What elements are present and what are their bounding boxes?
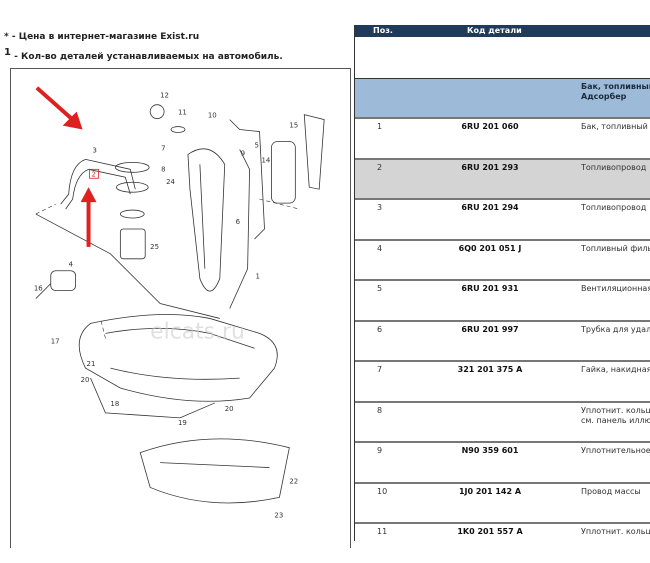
group-title: Бак, топливный Адсорбер: [581, 82, 650, 101]
arrow-to-3: [35, 86, 74, 122]
cell-pos: 1: [377, 122, 383, 131]
cell-desc: Топливный фильтр: [581, 243, 650, 253]
cell-code[interactable]: 321 201 375 A: [457, 365, 523, 374]
table-row[interactable]: 9 N90 359 601 Уплотнительное к: [355, 441, 650, 482]
cell-code[interactable]: 6RU 201 294: [461, 203, 519, 212]
label-4[interactable]: 4: [69, 261, 74, 269]
arrow-head-icon: [80, 187, 97, 203]
cell-desc: Гайка, накидная: [581, 365, 650, 374]
cell-code[interactable]: N90 359 601: [461, 446, 519, 455]
cell-pos: 3: [377, 203, 383, 212]
note-quantity: 1 - Кол-во деталей устанавливаемых на ав…: [4, 47, 283, 62]
table-row[interactable]: 7 321 201 375 A Гайка, накидная: [355, 360, 650, 401]
cell-code[interactable]: 6RU 201 997: [461, 324, 519, 334]
cell-pos: 6: [377, 324, 383, 334]
label-12[interactable]: 12: [160, 92, 169, 100]
cell-desc: Уплотнительное к: [581, 446, 650, 455]
table-row[interactable]: 2 6RU 201 293 Топливопровод: [355, 157, 650, 198]
label-23[interactable]: 23: [274, 511, 283, 519]
table-row[interactable]: 1 6RU 201 060 Бак, топливный: [355, 117, 650, 158]
cell-code[interactable]: 6Q0 201 051 J: [458, 243, 522, 253]
label-18[interactable]: 18: [110, 400, 119, 408]
cell-code[interactable]: 6RU 201 931: [461, 284, 519, 293]
cell-desc: Уплотнит. кольцо см. панель иллюс: [581, 405, 650, 425]
cell-desc: Вентиляционная т: [581, 284, 650, 293]
fuel-system-illustration: elcats.ru 1 2 3 4 5 6 7 8 9 10 11 12 14 …: [34, 86, 325, 519]
pump-unit: [119, 228, 146, 260]
label-15[interactable]: 15: [289, 122, 298, 130]
label-7[interactable]: 7: [161, 144, 165, 152]
label-22[interactable]: 22: [289, 477, 298, 485]
label-1[interactable]: 1: [256, 273, 260, 281]
label-21[interactable]: 21: [87, 360, 96, 368]
table-row[interactable]: 6 6RU 201 997 Трубка для удале: [355, 319, 650, 360]
cell-desc: Бак, топливный: [581, 122, 648, 131]
table-row[interactable]: 8 Уплотнит. кольцо см. панель иллюс: [355, 400, 650, 441]
parts-table: Поз. Код детали Бак, топливный Адсорбер …: [354, 25, 650, 563]
cell-pos: 4: [377, 243, 383, 253]
cell-pos: 10: [377, 486, 388, 496]
label-14[interactable]: 14: [262, 156, 271, 164]
label-3[interactable]: 3: [93, 146, 97, 154]
cell-pos: 8: [377, 405, 383, 415]
cell-code[interactable]: 6RU 201 060: [461, 122, 519, 131]
label-16[interactable]: 16: [34, 285, 43, 293]
header-pos[interactable]: Поз.: [373, 26, 393, 35]
cell-pos: 5: [377, 284, 383, 293]
label-2[interactable]: 2: [92, 170, 96, 178]
label-17[interactable]: 17: [51, 337, 60, 345]
table-row[interactable]: 11 1K0 201 557 A Уплотнит. кольцо: [355, 522, 650, 563]
cell-code[interactable]: 6RU 201 293: [461, 162, 519, 172]
filler-neck: [187, 148, 226, 292]
note-price: * - Цена в интернет-магазине Exist.ru: [4, 32, 200, 42]
cell-code[interactable]: 1K0 201 557 A: [457, 527, 523, 536]
label-5[interactable]: 5: [255, 141, 259, 149]
table-row[interactable]: 5 6RU 201 931 Вентиляционная т: [355, 279, 650, 320]
cell-desc: Трубка для удале: [581, 324, 650, 334]
label-6[interactable]: 6: [236, 218, 240, 226]
label-9[interactable]: 9: [241, 149, 245, 157]
table-header: Поз. Код детали: [355, 25, 650, 37]
red-arrows: [35, 86, 97, 247]
carbon-canister: [271, 141, 296, 204]
label-24[interactable]: 24: [166, 178, 175, 186]
cell-desc: Топливопровод: [581, 203, 647, 212]
table-row[interactable]: 3 6RU 201 294 Топливопровод: [355, 198, 650, 239]
parts-diagram[interactable]: elcats.ru 1 2 3 4 5 6 7 8 9 10 11 12 14 …: [10, 68, 351, 548]
cell-code[interactable]: 1J0 201 142 A: [458, 486, 522, 496]
label-20b[interactable]: 20: [225, 405, 234, 413]
label-20a[interactable]: 20: [81, 376, 90, 384]
table-row[interactable]: 4 6Q0 201 051 J Топливный фильтр: [355, 238, 650, 279]
arrow-head-icon: [62, 111, 83, 130]
cell-pos: 9: [377, 446, 383, 455]
group-header: Бак, топливный Адсорбер: [355, 78, 650, 117]
header-code[interactable]: Код детали: [467, 26, 522, 35]
cell-desc: Топливопровод: [581, 162, 647, 172]
label-10[interactable]: 10: [208, 112, 217, 120]
label-11[interactable]: 11: [178, 109, 187, 117]
watermark: elcats.ru: [150, 319, 245, 344]
cell-pos: 7: [377, 365, 383, 374]
fuel-tank: [78, 314, 278, 402]
fuel-filter: [50, 270, 77, 292]
cell-desc: Провод массы: [581, 486, 641, 496]
table-row[interactable]: 10 1J0 201 142 A Провод массы: [355, 481, 650, 522]
cell-pos: 11: [377, 527, 388, 536]
cell-pos: 2: [377, 162, 383, 172]
label-25[interactable]: 25: [150, 243, 159, 251]
heat-shield: [139, 438, 290, 504]
label-8[interactable]: 8: [161, 165, 165, 173]
cell-desc: Уплотнит. кольцо: [581, 527, 650, 536]
label-19[interactable]: 19: [178, 419, 187, 427]
